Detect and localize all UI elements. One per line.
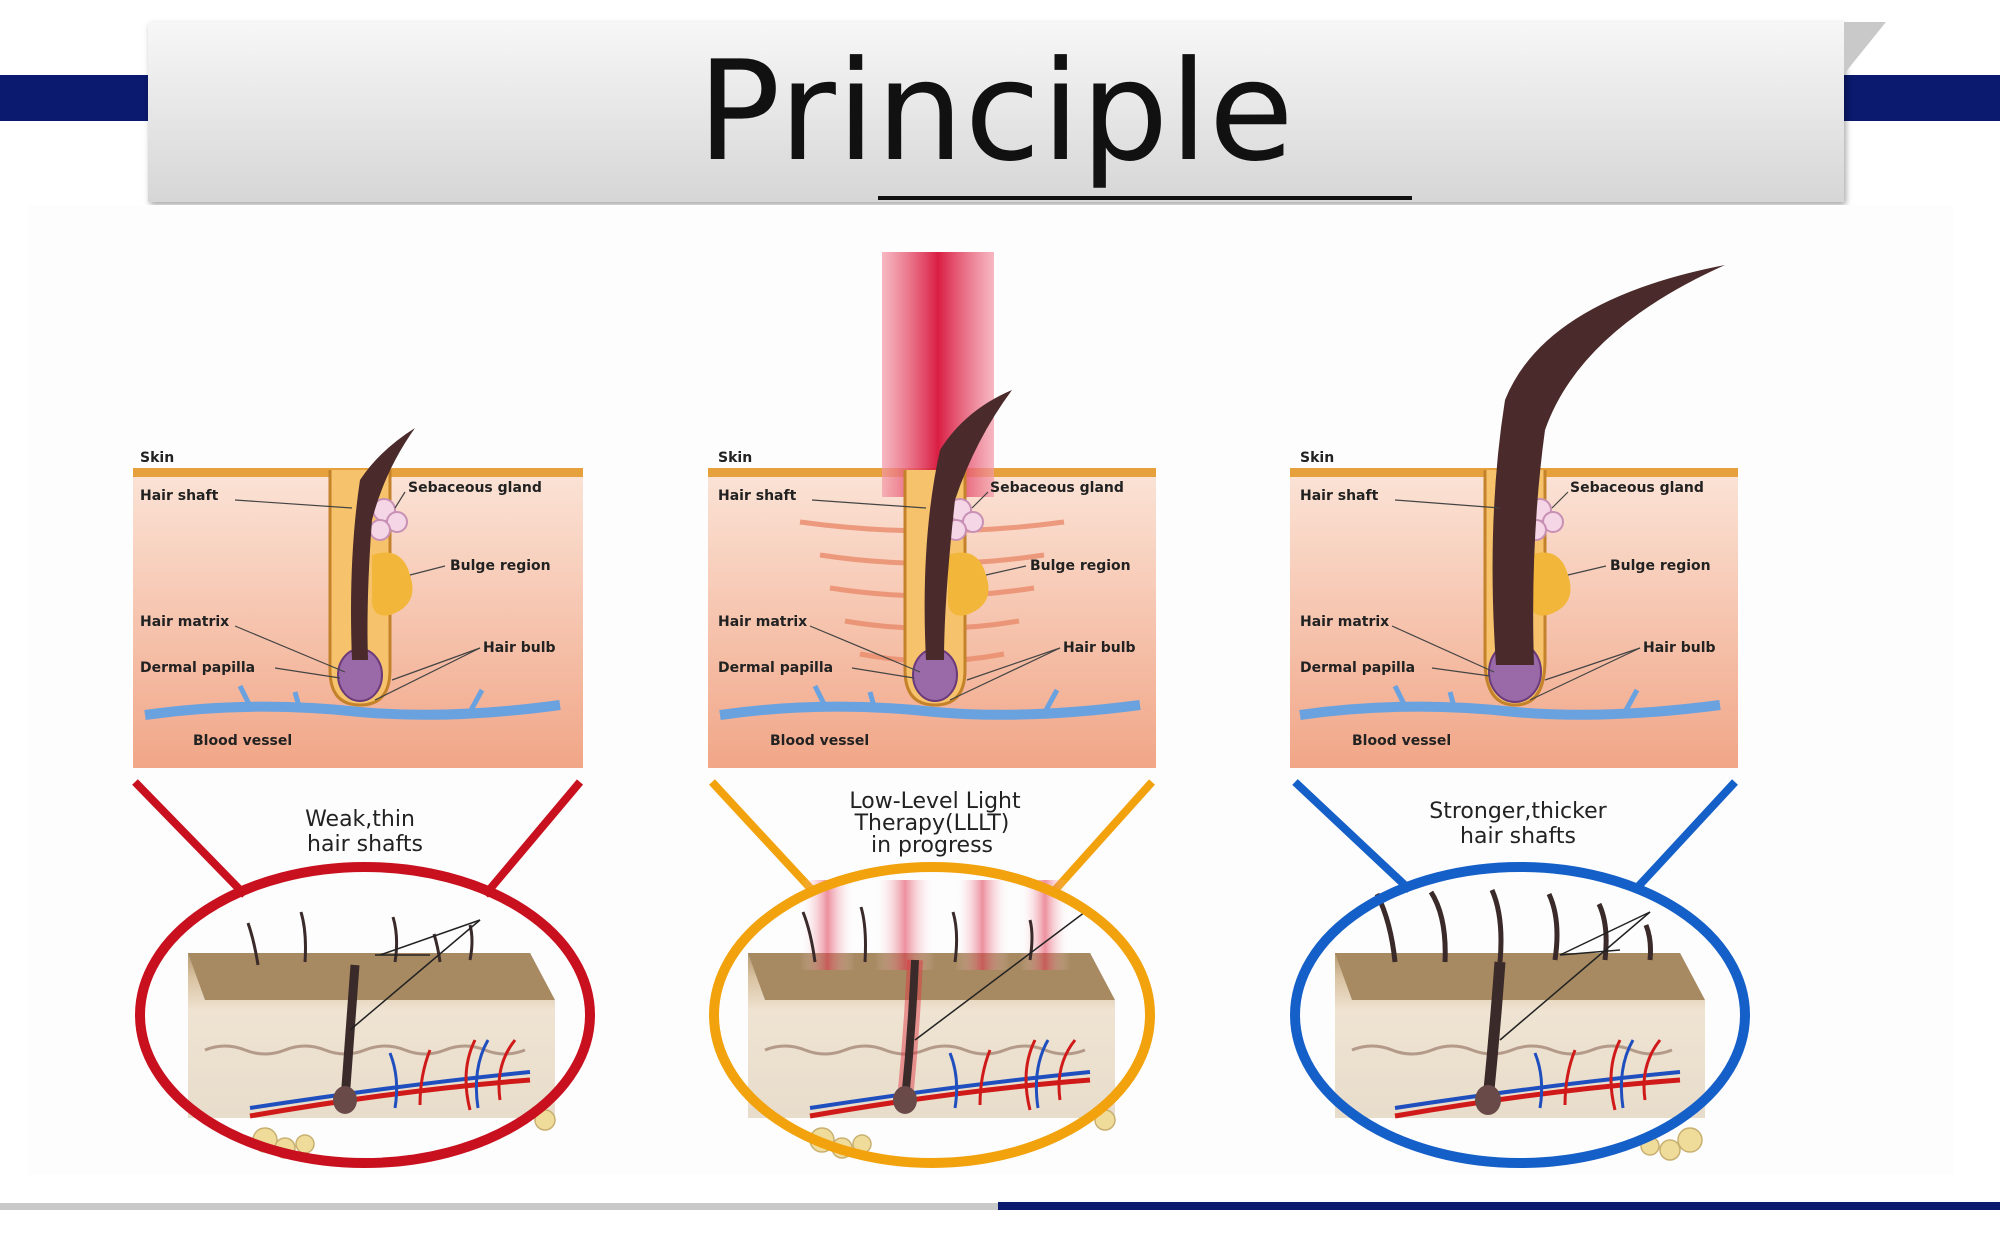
panel-strong-hair: Skin Hair shaft Sebaceous gland Bulge re… [1290, 265, 1750, 1168]
footer-rule-grey [0, 1203, 1000, 1210]
label-skin: Skin [1300, 450, 1334, 466]
caption-line-1: Weak,thin [305, 807, 415, 832]
label-hair-bulb: Hair bulb [1643, 640, 1716, 656]
label-hair-shaft: Hair shaft [718, 488, 797, 504]
label-blood-vessel: Blood vessel [1352, 733, 1451, 749]
zoom-line-left [132, 779, 248, 898]
blood-vessel [1299, 700, 1721, 720]
hair-shaft [351, 428, 415, 660]
label-hair-shaft: Hair shaft [140, 488, 219, 504]
header-accent-bar-right [1840, 75, 2000, 121]
label-dermal-papilla: Dermal papilla [718, 660, 833, 676]
zoom-line-left [709, 779, 815, 893]
caption-line-1: Stronger,thicker [1429, 799, 1607, 824]
title-banner: Principle [148, 22, 1844, 202]
label-hair-matrix: Hair matrix [140, 614, 229, 630]
title-underline [878, 196, 1412, 200]
bulge-region [371, 552, 413, 616]
label-dermal-papilla: Dermal papilla [140, 660, 255, 676]
laser-beam [882, 252, 994, 497]
title-banner-fold [1844, 22, 1886, 74]
label-sebaceous-gland: Sebaceous gland [408, 480, 542, 496]
footer-rule-navy [998, 1202, 2000, 1210]
panel-weak-hair: Skin Hair shaft Sebaceous gland Bulge re… [132, 428, 595, 1168]
skin-cross-section [188, 911, 556, 1159]
label-hair-bulb: Hair bulb [1063, 640, 1136, 656]
label-bulge-region: Bulge region [1030, 558, 1131, 574]
label-hair-shaft: Hair shaft [1300, 488, 1379, 504]
label-hair-matrix: Hair matrix [718, 614, 807, 630]
panel-lllt-in-progress: Skin Hair shaft Sebaceous gland Bulge re… [708, 252, 1156, 1168]
label-skin: Skin [718, 450, 752, 466]
label-sebaceous-gland: Sebaceous gland [1570, 480, 1704, 496]
header-accent-bar-left [0, 75, 160, 121]
magnifier-ring [135, 862, 595, 1168]
blood-vessel [719, 700, 1141, 720]
zoom-line-left [1292, 779, 1413, 893]
caption-line-2: hair shafts [1460, 824, 1576, 849]
skin-cross-section [748, 880, 1116, 1159]
zoom-line-right [1632, 779, 1738, 893]
hair-shaft [924, 390, 1012, 660]
label-skin: Skin [140, 450, 174, 466]
bulge-region [1529, 552, 1571, 616]
label-hair-matrix: Hair matrix [1300, 614, 1389, 630]
label-blood-vessel: Blood vessel [193, 733, 292, 749]
caption-line-3: in progress [871, 833, 993, 858]
label-bulge-region: Bulge region [450, 558, 551, 574]
magnifier-ring [1290, 862, 1750, 1168]
label-sebaceous-gland: Sebaceous gland [990, 480, 1124, 496]
label-hair-bulb: Hair bulb [483, 640, 556, 656]
caption-line-1: Low-Level Light [849, 789, 1021, 814]
sebaceous-gland [369, 498, 408, 541]
caption-line-2: hair shafts [307, 832, 423, 857]
zoom-line-right [1052, 779, 1155, 893]
skin-cross-section [1335, 888, 1705, 1161]
label-bulge-region: Bulge region [1610, 558, 1711, 574]
label-blood-vessel: Blood vessel [770, 733, 869, 749]
page-title: Principle [697, 31, 1295, 192]
zoom-line-right [481, 779, 584, 898]
magnifier-ring [709, 862, 1155, 1168]
bulge-region [947, 552, 989, 616]
caption-line-2: Therapy(LLLT) [854, 811, 1010, 836]
blood-vessel [144, 700, 561, 720]
label-dermal-papilla: Dermal papilla [1300, 660, 1415, 676]
hair-shaft [1492, 265, 1725, 665]
